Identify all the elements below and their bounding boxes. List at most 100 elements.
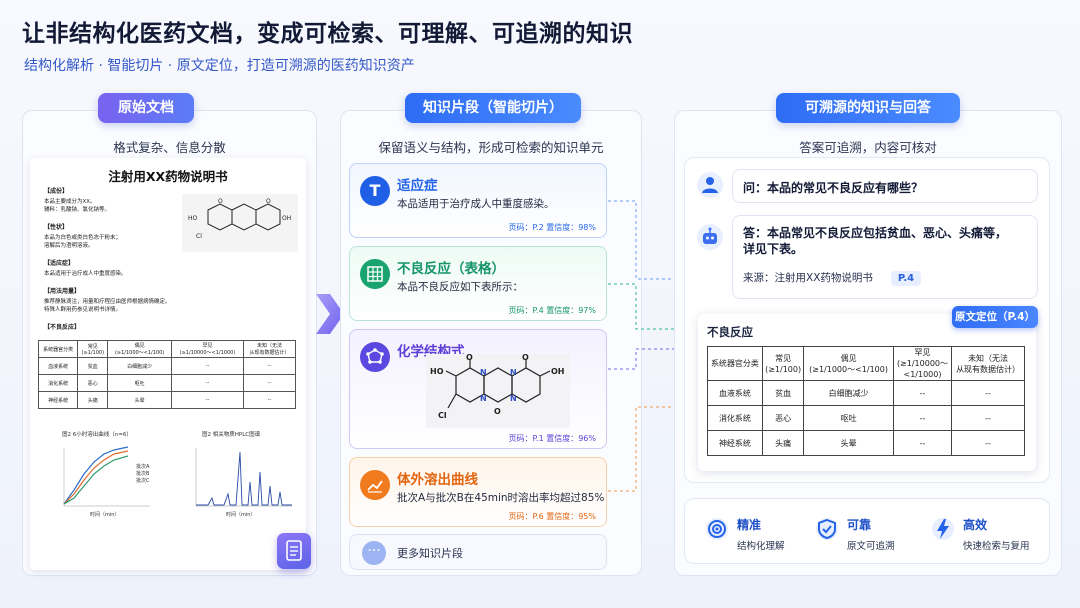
panel-subtitle: 答案可追溯，内容可核对 (799, 140, 937, 155)
table-header: 未知（无法 从现有数据估计） (951, 346, 1025, 381)
doc-line: 本品为白色或类白色冻干粉末； (44, 235, 122, 241)
traceable-pill: 可溯源的知识与回答 (776, 93, 960, 123)
chem-label: N (480, 394, 487, 403)
connector-lines (608, 200, 684, 492)
table-header: 常见 (≥1/100) (77, 340, 109, 358)
table-cell: 头晕 (803, 430, 894, 456)
panel-subtitle: 格式复杂、信息分散 (113, 140, 226, 155)
question-text: 问：本品的常见不良反应有哪些？ (743, 181, 924, 195)
source-page-chip[interactable]: P.4 (890, 271, 922, 286)
page-subtitle: 结构化解析 · 智能切片 · 原文定位，打造可溯源的医药知识资产 (24, 58, 415, 74)
table-cell: -- (951, 405, 1025, 431)
chart-caption: 图2 6小时溶出曲线（n=6） (62, 432, 132, 438)
doc-section: 【不良反应】 (44, 324, 80, 334)
chem-label: HO (430, 367, 444, 376)
chem-label: N (480, 368, 487, 377)
fragment-card-indication[interactable]: T 适应症 本品适用于治疗成人中重度感染。 页码：P.2 置信度：98% (349, 163, 607, 238)
answer-text: 答：本品常见不良反应包括贫血、恶心、头痛等， (743, 226, 1008, 240)
chem-label: O (494, 407, 501, 416)
chem-label: O (218, 198, 223, 205)
doc-section: 【性状】 本品为白色或类白色冻干粉末； 溶解后为澄明溶液。 (44, 224, 121, 250)
fragment-meta: 页码：P.1 置信度：96% (508, 434, 596, 443)
page-title: 让非结构化医药文档，变成可检索、可理解、可追溯的知识 (22, 21, 633, 47)
table-header: 系统器官分类 (707, 346, 763, 381)
shield-icon (816, 518, 838, 540)
table-cell: 消化系统 (707, 405, 763, 431)
table-cell: 头晕 (107, 391, 172, 409)
fragment-card-dissolution[interactable]: 体外溶出曲线 批次A与批次B在45min时溶出率均超过85% 页码：P.6 置信… (349, 457, 607, 527)
table-cell: -- (171, 357, 244, 375)
answer-bubble: 答：本品常见不良反应包括贫血、恶心、头痛等， 详见下表。 来源：注射用XX药物说… (732, 215, 1038, 299)
table-header: 常见 (≥1/100) (761, 346, 805, 381)
fragment-card-adverse[interactable]: 不良反应（表格） 本品不良反应如下表所示： 页码：P.4 置信度：97% (349, 246, 607, 321)
locate-source-button[interactable]: 原文定位（P.4） (952, 306, 1038, 328)
table-cell: 白细胞减少 (803, 380, 894, 406)
table-row: 消化系统 恶心 呕吐 -- -- (37, 374, 297, 392)
original-doc-pill: 原始文档 (98, 93, 194, 123)
table-header: 罕见 (≥1/10000～ <1/1000) (892, 346, 953, 381)
fragment-title: 不良反应（表格） (397, 261, 505, 277)
fragment-body: 批次A与批次B在45min时溶出率均超过85% (397, 492, 605, 504)
feature-title: 可靠 (847, 518, 872, 532)
doc-line: 本品适用于治疗成人中重度感染。 (44, 271, 127, 277)
answer-text: 详见下表。 (743, 242, 804, 256)
doc-line: 溶解后为澄明溶液。 (44, 243, 94, 249)
table-cell: 神经系统 (707, 430, 763, 456)
document-preview[interactable]: 注射用XX药物说明书 【成份】 本品主要成分为XX。 辅料：乳酸钠、氯化钠等。 … (30, 158, 306, 570)
doc-section-head: 【不良反应】 (44, 324, 81, 331)
table-cell: -- (892, 405, 953, 431)
table-cell: 神经系统 (37, 391, 79, 409)
source-excerpt[interactable]: 不良反应 系统器官分类 常见 (≥1/100) 偶见 (≥1/1000～<1/1… (698, 314, 1036, 471)
lightning-icon (932, 518, 954, 540)
fragment-card-structure[interactable]: 化学结构式 HO OH Cl N N N N O O O 页码：P.1 置信度：… (349, 329, 607, 449)
chem-label: Cl (196, 233, 202, 240)
chart-axis-label: 时间（min） (90, 511, 119, 518)
fragment-title: 体外溶出曲线 (397, 472, 478, 488)
chem-label: O (266, 198, 271, 205)
doc-adverse-table: 系统器官分类 常见 (≥1/100) 偶见 (≥1/1000～<1/100) 罕… (37, 340, 297, 409)
table-header: 偶见 (≥1/1000～<1/100) (803, 346, 894, 381)
table-cell: -- (242, 374, 297, 392)
feature-desc: 结构化理解 (737, 541, 785, 552)
fragment-body: 本品适用于治疗成人中重度感染。 (397, 198, 555, 210)
doc-hplc-chart: 时间（min） (195, 448, 292, 518)
table-header: 偶见 (≥1/1000～<1/100) (107, 340, 172, 358)
table-row: 神经系统 头痛 头晕 -- -- (707, 430, 1025, 456)
table-cell: -- (892, 380, 953, 406)
molecule-icon (360, 342, 390, 372)
feature-desc: 快速检索与复用 (963, 541, 1030, 552)
doc-chem-structure: HO OH Cl O O (182, 194, 298, 252)
source-label: 来源：注射用XX药物说明书 (743, 272, 873, 284)
table-cell: -- (951, 380, 1025, 406)
doc-section: 【成份】 本品主要成分为XX。 辅料：乳酸钠、氯化钠等。 (44, 188, 110, 214)
table-cell: 呕吐 (107, 374, 172, 392)
chart-legend-label: 批次C (136, 477, 150, 484)
chem-label: Cl (438, 411, 447, 420)
doc-section-head: 【用法用量】 (44, 288, 81, 295)
excerpt-title: 不良反应 (707, 325, 753, 339)
table-cell: 恶心 (761, 405, 805, 431)
chem-label: N (510, 394, 517, 403)
fragment-meta: 页码：P.2 置信度：98% (508, 223, 596, 232)
chem-structure: HO OH Cl N N N N O O O (426, 354, 570, 428)
chart-axis-label: 时间（min） (226, 511, 255, 518)
chem-label: OH (282, 215, 291, 222)
doc-line: 本品主要成分为XX。 (44, 199, 96, 205)
question-bubble: 问：本品的常见不良反应有哪些？ (732, 169, 1038, 203)
feature-title: 高效 (963, 518, 988, 532)
table-cell: -- (171, 391, 244, 409)
fragments-pill: 知识片段（智能切片） (405, 93, 581, 123)
table-cell: 呕吐 (803, 405, 894, 431)
fragment-meta: 页码：P.4 置信度：97% (508, 306, 596, 315)
table-cell: 血液系统 (707, 380, 763, 406)
chevron-right-icon (316, 294, 344, 334)
chart-legend-label: 批次B (136, 470, 150, 477)
document-icon[interactable] (277, 533, 311, 569)
more-fragments-label: 更多知识片段 (397, 547, 463, 560)
table-header: 系统器官分类 (37, 340, 79, 358)
chem-label: OH (551, 367, 565, 376)
doc-dissolution-chart: 批次A 批次B 批次C 时间（min） (63, 446, 150, 518)
answer-source: 来源：注射用XX药物说明书 P.4 (743, 270, 922, 286)
more-fragments-button[interactable]: ··· 更多知识片段 (349, 534, 607, 570)
doc-section: 【用法用量】 推荐静脉滴注，用量和疗程应由医师根据病情确定。 特殊人群用药参见说… (44, 288, 171, 314)
